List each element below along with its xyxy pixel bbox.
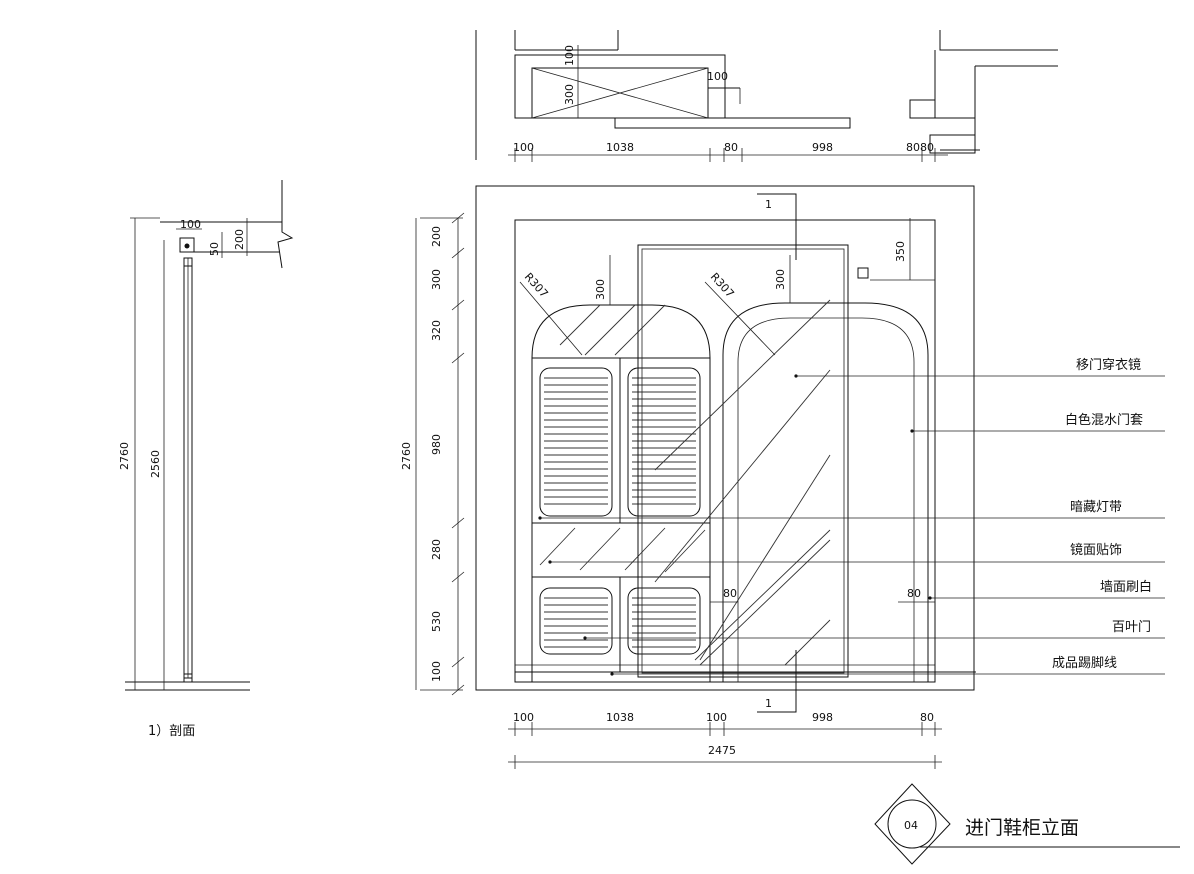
dimension-tick bbox=[451, 299, 465, 311]
section-view: 2760 2560 100 50 200 1）剖面 bbox=[118, 180, 294, 739]
callout-mirror-finish: 镜面贴饰 bbox=[1070, 543, 1122, 558]
elevation-view: 2760 200 300 320 980 280 530 100 300 300… bbox=[400, 185, 1165, 769]
inner-dim-350: 350 bbox=[894, 241, 907, 262]
inner-dim-300-left: 300 bbox=[594, 279, 607, 300]
inner-dim-80-left: 80 bbox=[723, 587, 737, 600]
plan-view: 100 1038 80 998 8080 100 300 100 bbox=[475, 30, 1058, 162]
plan-side-dim-3: 100 bbox=[707, 70, 728, 83]
title-block: 04 进门鞋柜立面 bbox=[874, 783, 1180, 865]
plan-dim-2: 1038 bbox=[606, 141, 634, 154]
section-mark-top: 1 bbox=[765, 198, 772, 211]
dimension-tick bbox=[451, 571, 465, 583]
dimension-tick bbox=[451, 352, 465, 364]
dimension-tick bbox=[451, 212, 465, 224]
inner-dim-80-right: 80 bbox=[907, 587, 921, 600]
callout-louver-door: 百叶门 bbox=[1112, 620, 1151, 635]
elev-dim-overall: 2760 bbox=[400, 442, 413, 470]
callout-wall-paint: 墙面刷白 bbox=[1100, 579, 1152, 595]
section-dim-100: 100 bbox=[180, 218, 201, 231]
dimension-tick bbox=[451, 247, 465, 259]
dimension-tick bbox=[451, 517, 465, 529]
elev-bottom-dim-4: 998 bbox=[812, 711, 833, 724]
plan-side-dim-2: 300 bbox=[563, 84, 576, 105]
section-dim-2760: 2760 bbox=[118, 442, 131, 470]
elev-bottom-dim-2: 1038 bbox=[606, 711, 634, 724]
section-dim-50: 50 bbox=[208, 242, 221, 256]
plan-side-dim-1: 100 bbox=[563, 45, 576, 66]
elev-dim-530: 530 bbox=[430, 611, 443, 632]
elev-dim-320: 320 bbox=[430, 320, 443, 341]
drawing-title: 进门鞋柜立面 bbox=[965, 817, 1079, 839]
section-mark-bottom: 1 bbox=[765, 697, 772, 710]
elev-dim-980: 980 bbox=[430, 434, 443, 455]
callout-door-casing: 白色混水门套 bbox=[1065, 412, 1143, 428]
drawing-number: 04 bbox=[904, 819, 918, 832]
inner-dim-300-right: 300 bbox=[774, 269, 787, 290]
elev-bottom-dim-5: 80 bbox=[920, 711, 934, 724]
plan-dim-4: 998 bbox=[812, 141, 833, 154]
section-title: 1）剖面 bbox=[148, 724, 195, 739]
section-dim-200: 200 bbox=[233, 229, 246, 250]
callout-skirting: 成品踢脚线 bbox=[1052, 655, 1117, 671]
section-dim-2560: 2560 bbox=[149, 450, 162, 478]
elev-total-dim: 2475 bbox=[708, 744, 736, 757]
callout-hidden-led: 暗藏灯带 bbox=[1070, 500, 1122, 515]
radius-label-right: R307 bbox=[708, 270, 737, 300]
elev-dim-280: 280 bbox=[430, 539, 443, 560]
elev-dim-200: 200 bbox=[430, 226, 443, 247]
plan-dim-5: 8080 bbox=[906, 141, 934, 154]
plan-dim-3: 80 bbox=[724, 141, 738, 154]
radius-label-left: R307 bbox=[522, 270, 551, 300]
elev-dim-100: 100 bbox=[430, 661, 443, 682]
dimension-tick bbox=[451, 656, 465, 668]
elev-bottom-dim-1: 100 bbox=[513, 711, 534, 724]
elev-bottom-dim-3: 100 bbox=[706, 711, 727, 724]
dimension-tick bbox=[451, 684, 465, 696]
callout-sliding-mirror: 移门穿衣镜 bbox=[1076, 357, 1141, 373]
elev-dim-300: 300 bbox=[430, 269, 443, 290]
plan-dim-1: 100 bbox=[513, 141, 534, 154]
